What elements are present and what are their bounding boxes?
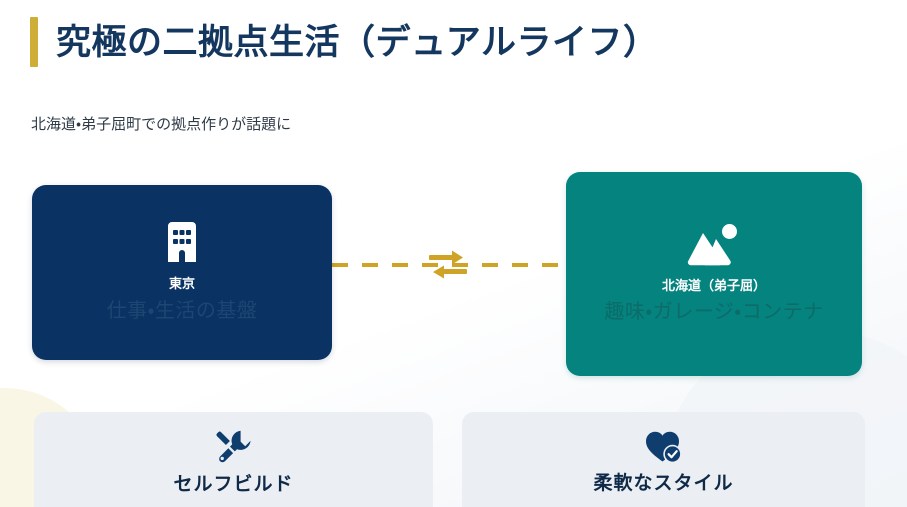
exchange-arrows-icon xyxy=(429,250,467,279)
hub-connector-line xyxy=(332,263,566,267)
feature-card-flexible-style[interactable]: 柔軟なスタイル xyxy=(462,412,865,507)
hub-name-hokkaido: 北海道（弟子屈） xyxy=(661,277,766,293)
mountain-sun-icon xyxy=(687,223,737,265)
feature-label-self-build: セルフビルド xyxy=(173,474,294,495)
building-icon xyxy=(168,222,196,263)
heart-check-icon xyxy=(645,431,682,464)
hub-card-hokkaido[interactable]: 北海道（弟子屈） 趣味・ガレージ・コンテナ xyxy=(566,172,862,376)
hub-card-tokyo[interactable]: 東京 仕事・生活の基盤 xyxy=(32,185,332,360)
title-accent-bar xyxy=(30,17,38,67)
page-title: 究極の二拠点生活（デュアルライフ） xyxy=(56,22,659,62)
tools-icon xyxy=(216,430,251,463)
feature-label-flexible-style: 柔軟なスタイル xyxy=(593,473,734,494)
feature-card-self-build[interactable]: セルフビルド xyxy=(34,412,433,507)
title-row: 究極の二拠点生活（デュアルライフ） xyxy=(30,17,658,67)
page-subtitle: 北海道・弟子屈町での拠点作りが話題に xyxy=(31,116,292,133)
hub-name-tokyo: 東京 xyxy=(168,276,195,292)
hub-description-tokyo: 仕事・生活の基盤 xyxy=(106,299,258,322)
hub-description-hokkaido: 趣味・ガレージ・コンテナ xyxy=(604,301,824,324)
